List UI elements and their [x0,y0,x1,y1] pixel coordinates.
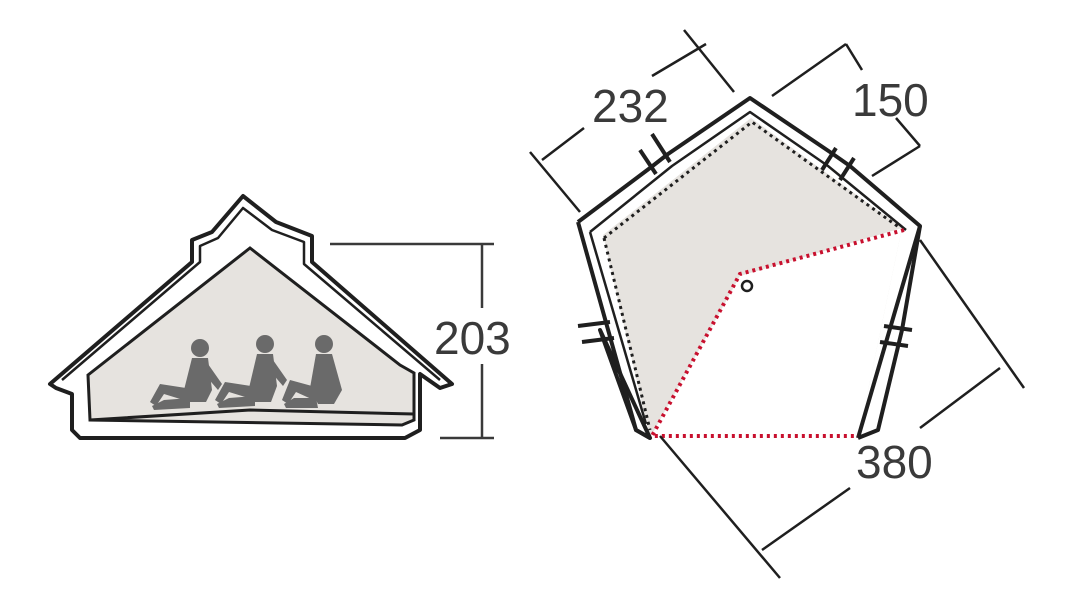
side-b-line-right [871,144,921,178]
width-tick-left [659,435,781,579]
top-view-fly-right-edge [856,225,922,439]
width-tick-right [918,239,1026,389]
width-line-right [919,367,1001,429]
width-dimension [659,239,1026,579]
inner-tent-red-dotted [648,228,905,438]
side-a-tick-left [529,151,581,213]
side-a-line-right [651,42,707,78]
side-b-tick-bottom [895,117,921,147]
side-b-line-left [771,42,847,98]
top-view-tent-icon [576,96,922,440]
people-group [150,335,342,410]
height-label: 203 [434,312,511,364]
peg-loop-top-right [820,146,856,182]
side-view-floor-line [89,408,415,422]
person-sitting-icon [215,335,287,408]
inner-tent-black-dotted [602,120,901,431]
width-line-left [761,486,851,552]
top-view-fly-outer-edge [576,221,651,440]
peg-loop-top-left [638,132,672,176]
top-view-fly-inner-left [588,231,648,425]
side-a-dimension [529,29,735,213]
peg-loop-right [879,324,913,348]
side-b-dimension [771,42,921,178]
side-a-tick-right [683,29,735,93]
side-b-label: 150 [852,74,929,126]
height-dimension [330,242,494,440]
top-view-vestibule [650,228,902,438]
side-a-line-left [541,127,585,161]
side-b-tick-top [844,43,864,71]
person-sitting-icon [282,335,342,408]
center-pole-icon [740,279,754,293]
top-view-fly-inner [589,110,907,233]
side-a-label: 232 [592,80,669,132]
peg-loop-left [577,320,615,344]
side-view-fly-outer [48,194,454,440]
side-view-fly-inner [61,206,441,381]
width-label: 380 [856,436,933,488]
person-sitting-icon [150,339,222,410]
peg-loops [577,132,913,348]
